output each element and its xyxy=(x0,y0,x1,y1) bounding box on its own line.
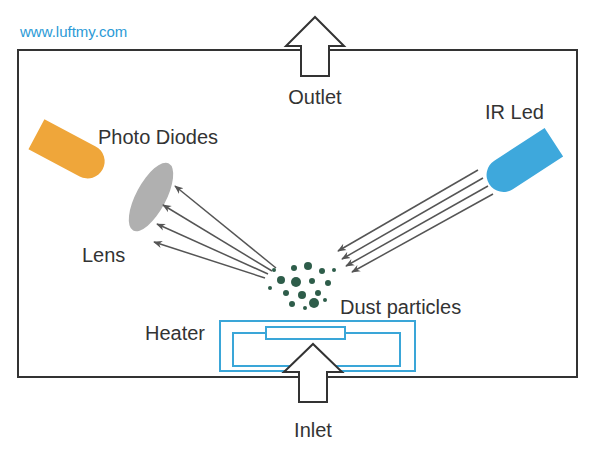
watermark: www.luftmy.com xyxy=(20,24,127,41)
dust-particles xyxy=(268,262,336,310)
part-name: Dust particles xyxy=(340,296,461,318)
part-name: Outlet xyxy=(288,86,341,108)
housing xyxy=(18,50,577,377)
part-name: Lens xyxy=(82,244,125,266)
part-name: Inlet xyxy=(294,419,332,441)
inlet-arrow-front xyxy=(284,344,342,402)
part-name: IR Led xyxy=(485,101,544,123)
lens xyxy=(120,156,182,237)
scattered-rays xyxy=(154,186,276,278)
part-name: Heater xyxy=(145,322,205,344)
outlet-arrow xyxy=(286,17,344,76)
part-name: Photo Diodes xyxy=(98,126,218,148)
ir-led xyxy=(480,128,563,198)
ir-rays xyxy=(338,170,493,272)
